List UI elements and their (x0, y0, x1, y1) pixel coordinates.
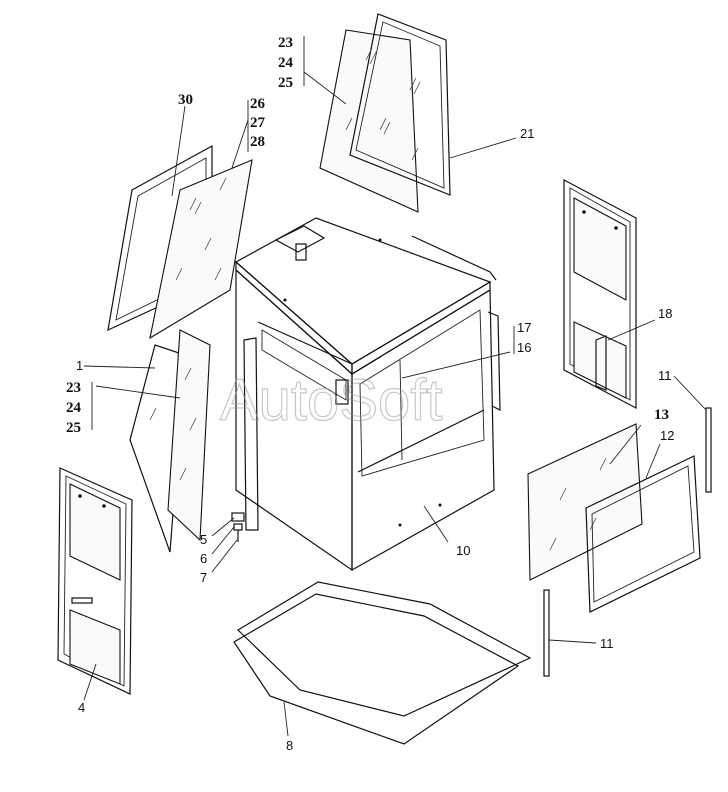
label-13: 13 (654, 407, 669, 423)
floor-seal-8 (233, 581, 532, 745)
label-7: 7 (200, 570, 207, 585)
label-8: 8 (286, 738, 293, 753)
seal-strip-11 (543, 407, 712, 677)
watermark: AutoSoft (220, 368, 442, 433)
label-18: 18 (658, 306, 672, 321)
label-5: 5 (200, 532, 207, 547)
label-1: 1 (76, 358, 83, 373)
label-24-top: 24 (278, 55, 294, 71)
front-glass-1 (129, 329, 211, 553)
label-28: 28 (250, 134, 265, 150)
cab-body-10 (234, 217, 501, 572)
rear-window-glass-21 (319, 13, 451, 213)
side-glass-26 (149, 159, 253, 340)
label-26: 26 (250, 96, 266, 112)
label-12: 12 (660, 428, 674, 443)
label-16: 16 (517, 340, 531, 355)
label-17: 17 (517, 320, 531, 335)
label-21: 21 (520, 126, 534, 141)
label-11-upper: 11 (658, 368, 672, 383)
door-right-18 (563, 179, 637, 409)
side-glass-13 (527, 423, 643, 581)
label-23-top: 23 (278, 35, 293, 51)
label-30: 30 (178, 92, 193, 108)
label-4: 4 (78, 700, 85, 715)
label-25-left: 25 (66, 420, 81, 436)
label-10: 10 (456, 543, 470, 558)
label-6: 6 (200, 551, 207, 566)
label-24-left: 24 (66, 400, 82, 416)
label-11-lower: 11 (600, 636, 614, 651)
label-23-left: 23 (66, 380, 81, 396)
label-25-top: 25 (278, 75, 293, 91)
door-left-4 (57, 467, 133, 695)
leader-lines (83, 36, 707, 737)
label-27: 27 (250, 115, 266, 131)
side-frame-12 (585, 455, 701, 613)
